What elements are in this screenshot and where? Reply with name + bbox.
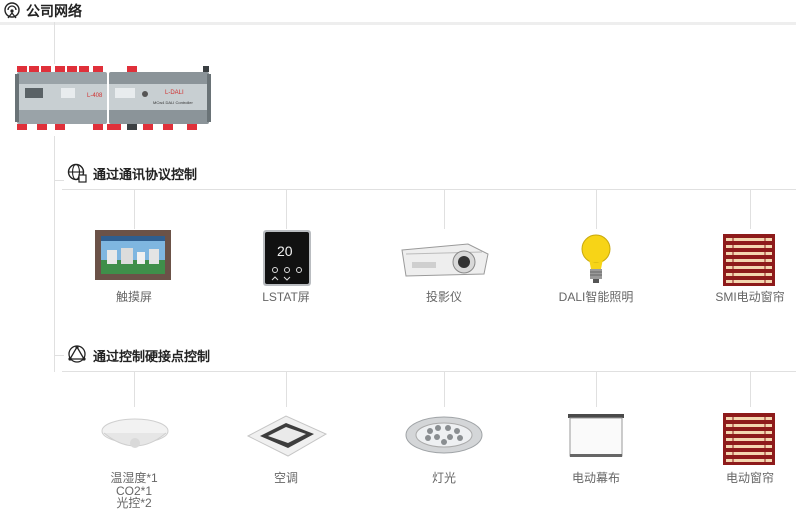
device-label: 电动窗帘 xyxy=(725,471,774,485)
connector-line xyxy=(750,371,751,407)
branch-line xyxy=(54,355,64,356)
section-title-hardwired: 通过控制硬接点控制 xyxy=(93,349,211,364)
sensor-label-line-1: 温湿度*1 xyxy=(110,471,158,485)
controller-left-label: L-408 xyxy=(87,93,103,99)
controller-module-icon: L-408 L-DALI MCw4 DALI Controller xyxy=(15,64,211,136)
connector-line xyxy=(596,371,597,407)
cassette-ac-icon xyxy=(246,415,328,457)
branch-line xyxy=(54,180,64,181)
connector-line xyxy=(286,189,287,229)
controller-right-sublabel: MCw4 DALI Controller xyxy=(153,100,193,105)
device-label: SMI电动窗帘 xyxy=(715,290,785,304)
connector-line xyxy=(134,189,135,229)
lstat-screen-value: 20 xyxy=(277,243,293,259)
device-label: 电动幕布 xyxy=(571,471,620,485)
device-label: 灯光 xyxy=(431,471,456,485)
controller-right-label: L-DALI xyxy=(165,90,184,96)
connector-line xyxy=(444,189,445,229)
device-label: 投影仪 xyxy=(425,290,462,304)
touch-screen-icon xyxy=(95,230,171,280)
blinds-icon xyxy=(723,234,775,286)
lstat-panel-icon: 20 xyxy=(263,230,311,286)
ceiling-sensor-icon xyxy=(101,418,169,448)
device-label: DALI智能照明 xyxy=(558,290,634,304)
light-bulb-icon xyxy=(581,234,611,283)
projection-screen-icon xyxy=(568,414,624,457)
section-divider xyxy=(62,189,796,190)
page-title: 公司网络 xyxy=(26,3,82,19)
section-divider xyxy=(62,371,796,372)
device-label: LSTAT屏 xyxy=(262,290,310,304)
connector-line xyxy=(134,371,135,407)
triangle-node-icon xyxy=(68,345,86,363)
wifi-pin-icon xyxy=(4,2,20,19)
connector-line xyxy=(596,189,597,229)
globe-network-icon xyxy=(67,163,87,183)
connector-line xyxy=(286,371,287,407)
header-bar xyxy=(0,0,796,25)
connector-line xyxy=(444,371,445,407)
downlight-icon xyxy=(405,416,483,454)
sensor-label-line-2: CO2*1 xyxy=(115,484,153,498)
device-label: 触摸屏 xyxy=(115,290,152,304)
section-title-protocol: 通过通讯协议控制 xyxy=(93,167,198,182)
projector-icon xyxy=(401,243,489,277)
blinds-icon xyxy=(723,413,775,465)
device-label: 空调 xyxy=(273,471,298,485)
connector-line xyxy=(750,189,751,229)
tree-trunk-line xyxy=(54,22,55,372)
sensor-label-line-3: 光控*2 xyxy=(116,496,152,510)
